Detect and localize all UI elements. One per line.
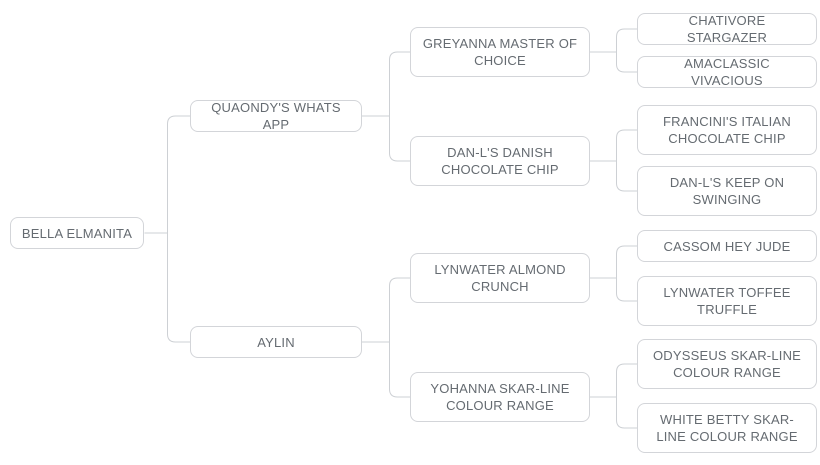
connector-aylin-branch <box>389 277 410 398</box>
tree-node-yohanna-skar-line-colour-range[interactable]: YOHANNA SKAR-LINE COLOUR RANGE <box>410 372 590 422</box>
node-label: LYNWATER TOFFEE TRUFFLE <box>663 285 791 317</box>
node-label: GREYANNA MASTER OF CHOICE <box>422 36 578 68</box>
tree-node-francinis-italian-chocolate-chip[interactable]: FRANCINI'S ITALIAN CHOCOLATE CHIP <box>637 105 817 155</box>
tree-node-bella-elmanita[interactable]: BELLA ELMANITA <box>10 217 144 249</box>
tree-node-aylin[interactable]: AYLIN <box>190 326 362 358</box>
connector-danls-branch <box>616 129 637 192</box>
tree-node-chativore-stargazer[interactable]: CHATIVORE STARGAZER <box>637 13 817 45</box>
connector-yohanna-branch <box>616 363 637 429</box>
node-label: FRANCINI'S ITALIAN CHOCOLATE CHIP <box>663 114 791 146</box>
node-label: CHATIVORE STARGAZER <box>686 13 768 45</box>
node-label: AMACLASSIC VIVACIOUS <box>684 56 770 88</box>
tree-node-amaclassic-vivacious[interactable]: AMACLASSIC VIVACIOUS <box>637 56 817 88</box>
tree-node-quaondys-whats-app[interactable]: QUAONDY'S WHATS APP <box>190 100 362 132</box>
node-label: DAN-L'S KEEP ON SWINGING <box>669 175 785 207</box>
node-label: YOHANNA SKAR-LINE COLOUR RANGE <box>430 381 570 413</box>
tree-node-lynwater-almond-crunch[interactable]: LYNWATER ALMOND CRUNCH <box>410 253 590 303</box>
connector-lynwater-branch <box>616 245 637 302</box>
node-label: ODYSSEUS SKAR-LINE COLOUR RANGE <box>652 348 802 380</box>
tree-node-dan-ls-danish-chocolate-chip[interactable]: DAN-L'S DANISH CHOCOLATE CHIP <box>410 136 590 186</box>
tree-node-lynwater-toffee-truffle[interactable]: LYNWATER TOFFEE TRUFFLE <box>637 276 817 326</box>
connector-root-branch <box>167 115 190 343</box>
tree-node-greyanna-master-of-choice[interactable]: GREYANNA MASTER OF CHOICE <box>410 27 590 77</box>
node-label: QUAONDY'S WHATS APP <box>211 100 341 132</box>
node-label: DAN-L'S DANISH CHOCOLATE CHIP <box>441 145 559 177</box>
node-label: BELLA ELMANITA <box>21 225 133 241</box>
connector-greyanna-branch <box>616 28 637 73</box>
node-label: CASSOM HEY JUDE <box>663 238 791 254</box>
tree-node-white-betty-skar-line-colour-range[interactable]: WHITE BETTY SKAR-LINE COLOUR RANGE <box>637 403 817 453</box>
node-label: LYNWATER ALMOND CRUNCH <box>434 262 566 294</box>
node-label: WHITE BETTY SKAR-LINE COLOUR RANGE <box>656 412 798 444</box>
tree-node-dan-ls-keep-on-swinging[interactable]: DAN-L'S KEEP ON SWINGING <box>637 166 817 216</box>
tree-node-cassom-hey-jude[interactable]: CASSOM HEY JUDE <box>637 230 817 262</box>
tree-node-odysseus-skar-line-colour-range[interactable]: ODYSSEUS SKAR-LINE COLOUR RANGE <box>637 339 817 389</box>
node-label: AYLIN <box>257 334 295 350</box>
connector-quaondy-branch <box>389 51 410 162</box>
